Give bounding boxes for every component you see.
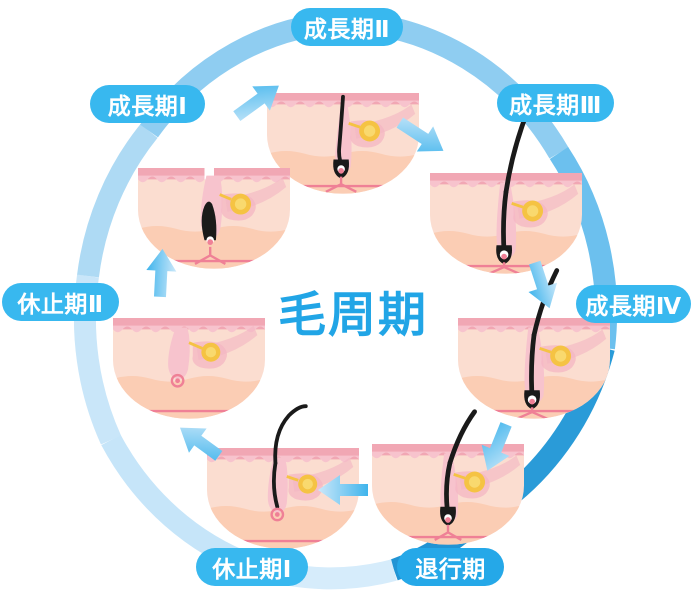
illustration-anagen-4 bbox=[458, 268, 610, 423]
stage-label-anagen-3[interactable]: 成長期Ⅲ bbox=[497, 84, 614, 122]
stage-label-catagen[interactable]: 退行期 bbox=[397, 548, 504, 586]
arrow-anagen2-to-anagen3 bbox=[396, 117, 444, 152]
stage-label-anagen-4[interactable]: 成長期Ⅳ bbox=[576, 285, 691, 323]
illustration-anagen-2 bbox=[267, 93, 419, 198]
stage-label-anagen-2[interactable]: 成長期Ⅱ bbox=[291, 8, 403, 46]
arrow-anagen3-to-anagen4 bbox=[528, 260, 558, 309]
arrow-anagen1-to-anagen2 bbox=[233, 85, 279, 121]
illustration-telogen-2 bbox=[113, 318, 265, 423]
arrow-anagen4-to-catagen bbox=[481, 422, 512, 471]
page-title: 毛周期 bbox=[278, 289, 429, 342]
illustration-anagen-1 bbox=[138, 168, 290, 273]
cycle-arrows bbox=[146, 85, 558, 505]
stage-label-anagen-1[interactable]: 成長期Ⅰ bbox=[90, 85, 205, 123]
illustration-catagen bbox=[372, 409, 524, 549]
arrow-catagen-to-telogen1 bbox=[318, 475, 368, 505]
illustration-telogen-1 bbox=[207, 404, 359, 552]
stage-label-telogen-1[interactable]: 休止期Ⅰ bbox=[196, 548, 308, 586]
illustration-anagen-3 bbox=[430, 115, 582, 278]
stage-label-telogen-2[interactable]: 休止期Ⅱ bbox=[2, 283, 119, 321]
arrow-telogen2-to-anagen1 bbox=[146, 248, 177, 298]
arrow-telogen1-to-telogen2 bbox=[179, 427, 223, 461]
